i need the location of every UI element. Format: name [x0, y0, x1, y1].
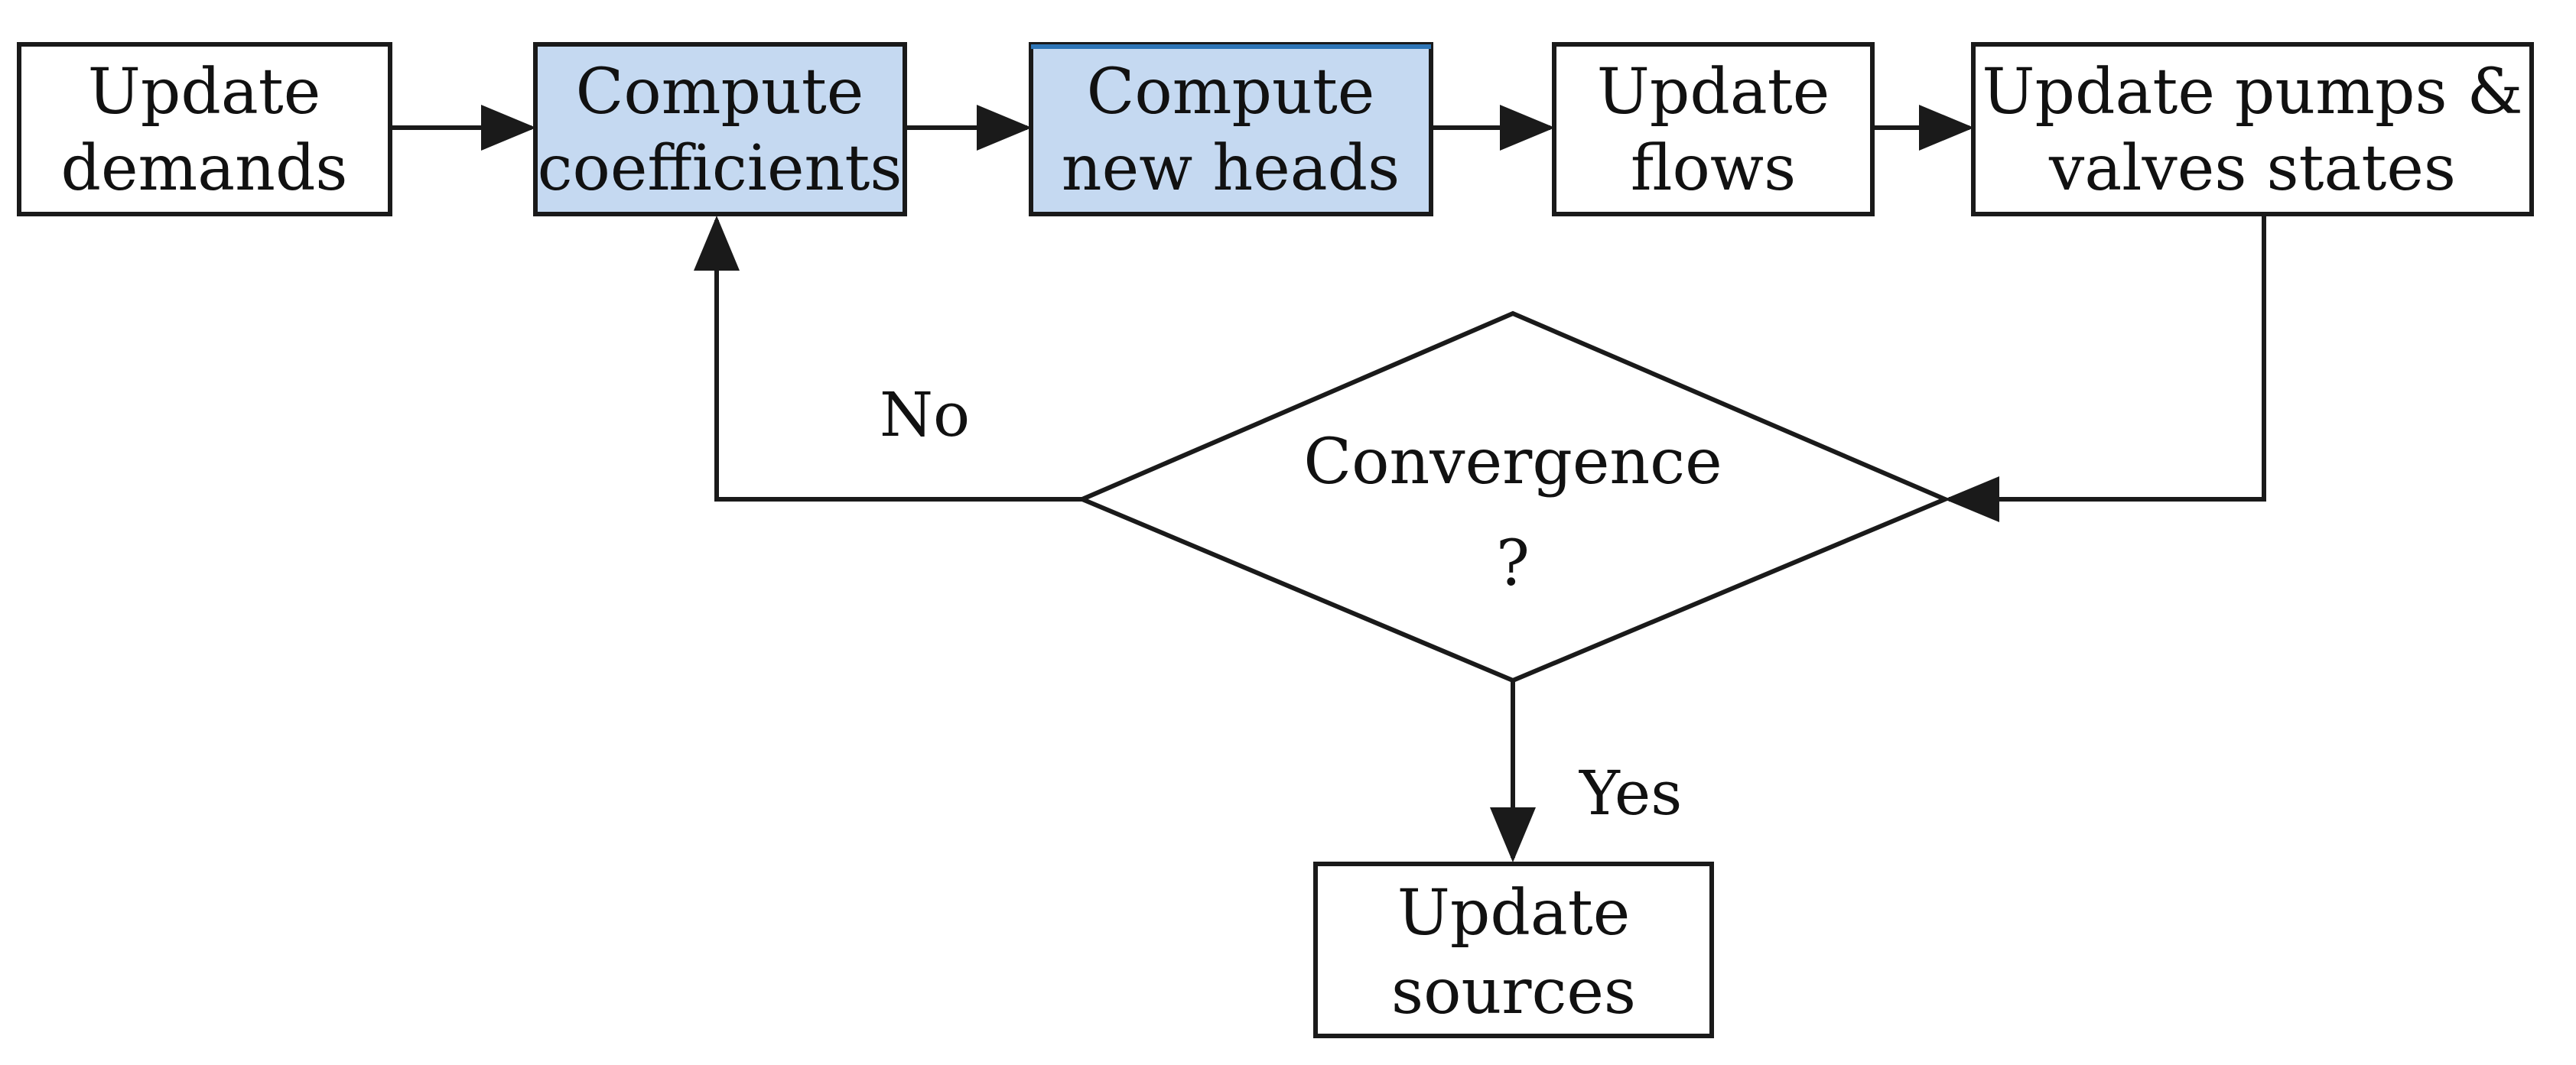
node-compute-new-heads: Compute new heads — [1029, 42, 1433, 216]
node-update-flows: Update flows — [1552, 42, 1875, 216]
node-label-line: Update pumps & — [1982, 56, 2522, 128]
arrow-pumps-to-decision — [1944, 214, 2266, 522]
edge-label-no: No — [880, 379, 970, 450]
node-label-line: Update — [1597, 56, 1830, 128]
edge-label-yes: Yes — [1579, 758, 1682, 829]
decision-label-line: Convergence — [1303, 426, 1722, 498]
decision-label-line: ? — [1496, 528, 1530, 600]
node-label-line: Update — [88, 56, 320, 128]
node-label-line: coefficients — [538, 132, 903, 205]
arrow-decision-no-loop — [694, 216, 1082, 502]
node-label-line: Update — [1397, 877, 1630, 950]
node-label-line: new heads — [1062, 132, 1400, 205]
node-update-sources: Update sources — [1313, 862, 1714, 1038]
node-update-pumps-valves: Update pumps & valves states — [1971, 42, 2534, 216]
node-compute-coefficients: Compute coefficients — [533, 42, 907, 216]
node-update-demands: Update demands — [17, 42, 392, 216]
node-label-line: flows — [1631, 132, 1796, 205]
node-label-line: valves states — [2048, 132, 2456, 205]
node-label-line: sources — [1391, 956, 1636, 1028]
decision-convergence: Convergence ? — [1076, 310, 1951, 683]
connectors — [390, 105, 2266, 862]
node-label-line: Compute — [576, 56, 864, 128]
node-label-line: demands — [60, 132, 347, 205]
node-label-line: Compute — [1087, 56, 1375, 128]
